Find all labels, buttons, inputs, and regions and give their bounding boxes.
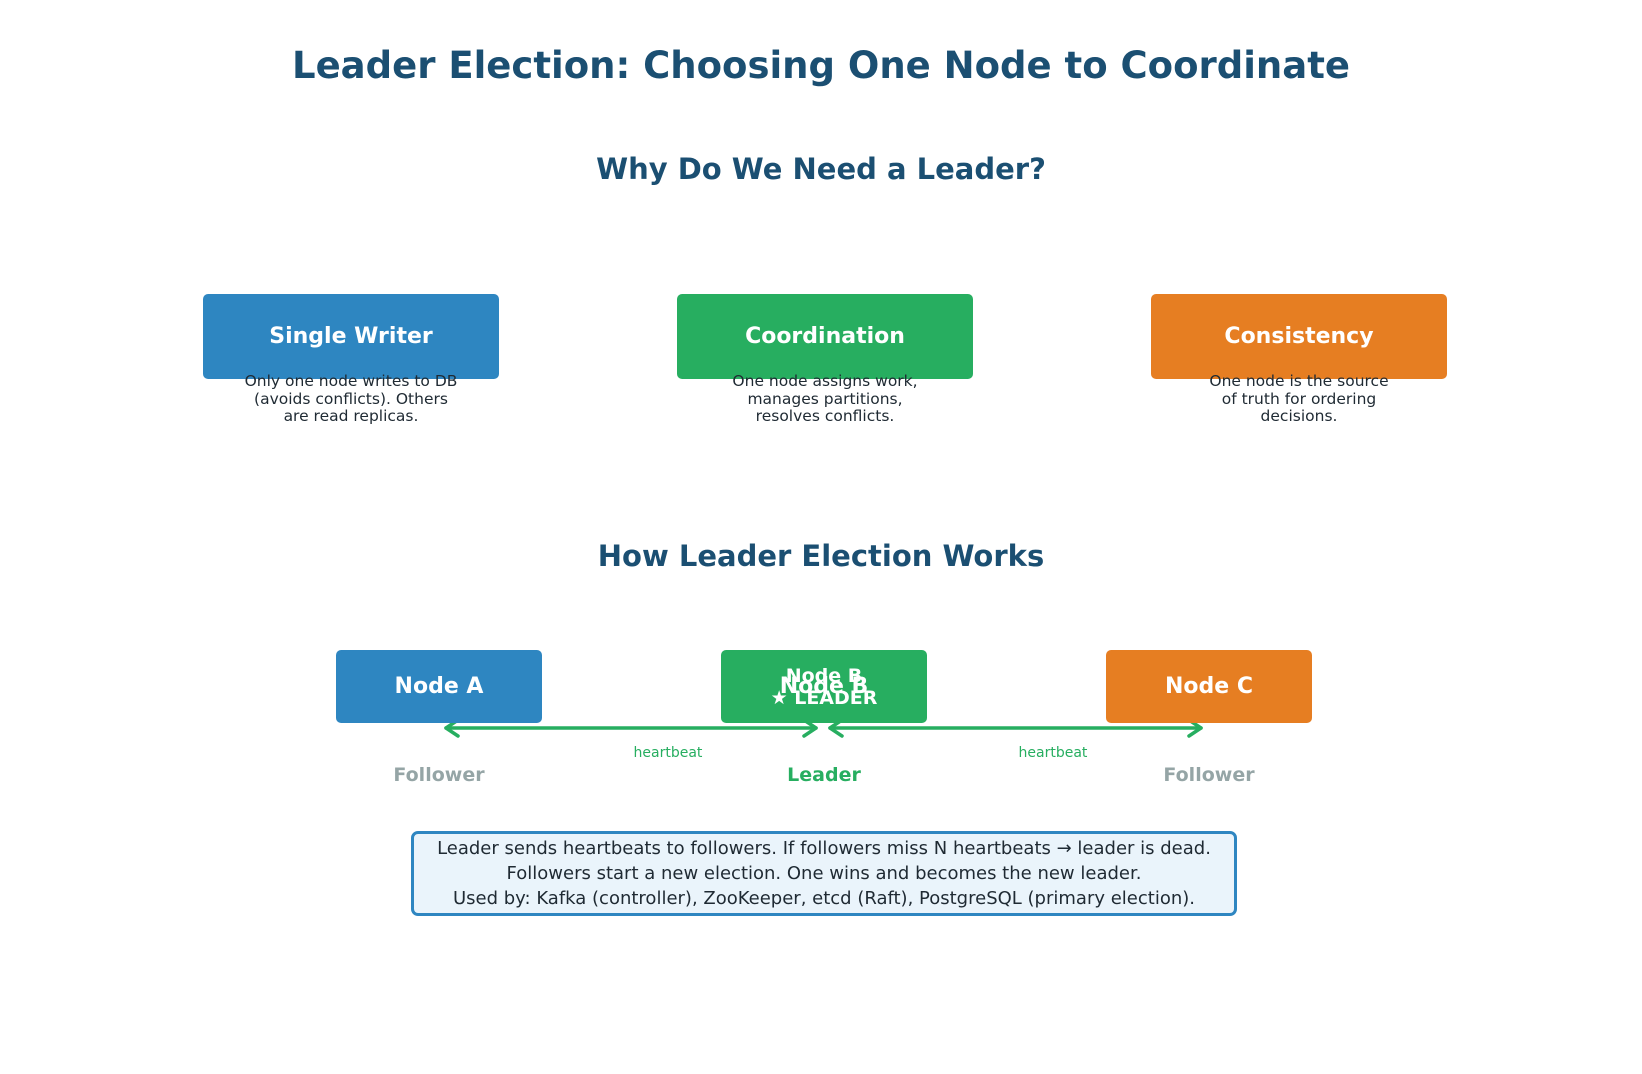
reason-card-coordination: Coordination xyxy=(677,294,973,379)
reason-card-label: Coordination xyxy=(745,324,905,349)
node-label: Node A xyxy=(394,674,484,699)
reason-description: Only one node writes to DB (avoids confl… xyxy=(244,372,458,425)
note-line: Used by: Kafka (controller), ZooKeeper, … xyxy=(452,888,1195,909)
heartbeat-label: heartbeat xyxy=(633,745,703,761)
node-c: Node C xyxy=(1106,650,1312,723)
why-section-title: Why Do We Need a Leader? xyxy=(596,152,1046,186)
node-b-leader: Node B ★ LEADER Node B xyxy=(721,650,927,723)
leader-star-label: ★ LEADER xyxy=(770,686,878,709)
how-section-title: How Leader Election Works xyxy=(597,539,1045,573)
heartbeat-label: heartbeat xyxy=(1018,745,1088,761)
reason-card-consistency: Consistency xyxy=(1151,294,1447,379)
explanation-note: Leader sends heartbeats to followers. If… xyxy=(411,831,1237,916)
reason-description: One node is the source of truth for orde… xyxy=(1209,372,1389,425)
node-label-line1: Node B xyxy=(785,664,863,687)
main-title: Leader Election: Choosing One Node to Co… xyxy=(292,44,1350,87)
role-label-leader: Leader xyxy=(787,764,861,786)
node-a: Node A xyxy=(336,650,542,723)
reason-description: One node assigns work, manages partition… xyxy=(732,372,918,425)
role-label-follower: Follower xyxy=(393,764,485,786)
node-label: Node B xyxy=(779,674,869,699)
note-line: Followers start a new election. One wins… xyxy=(506,863,1142,884)
reason-card-single-writer: Single Writer xyxy=(203,294,499,379)
role-label-follower: Follower xyxy=(1163,764,1255,786)
note-line: Leader sends heartbeats to followers. If… xyxy=(437,838,1211,859)
node-label: Node C xyxy=(1165,674,1253,699)
reason-card-label: Single Writer xyxy=(269,324,433,349)
reason-card-label: Consistency xyxy=(1224,324,1374,349)
